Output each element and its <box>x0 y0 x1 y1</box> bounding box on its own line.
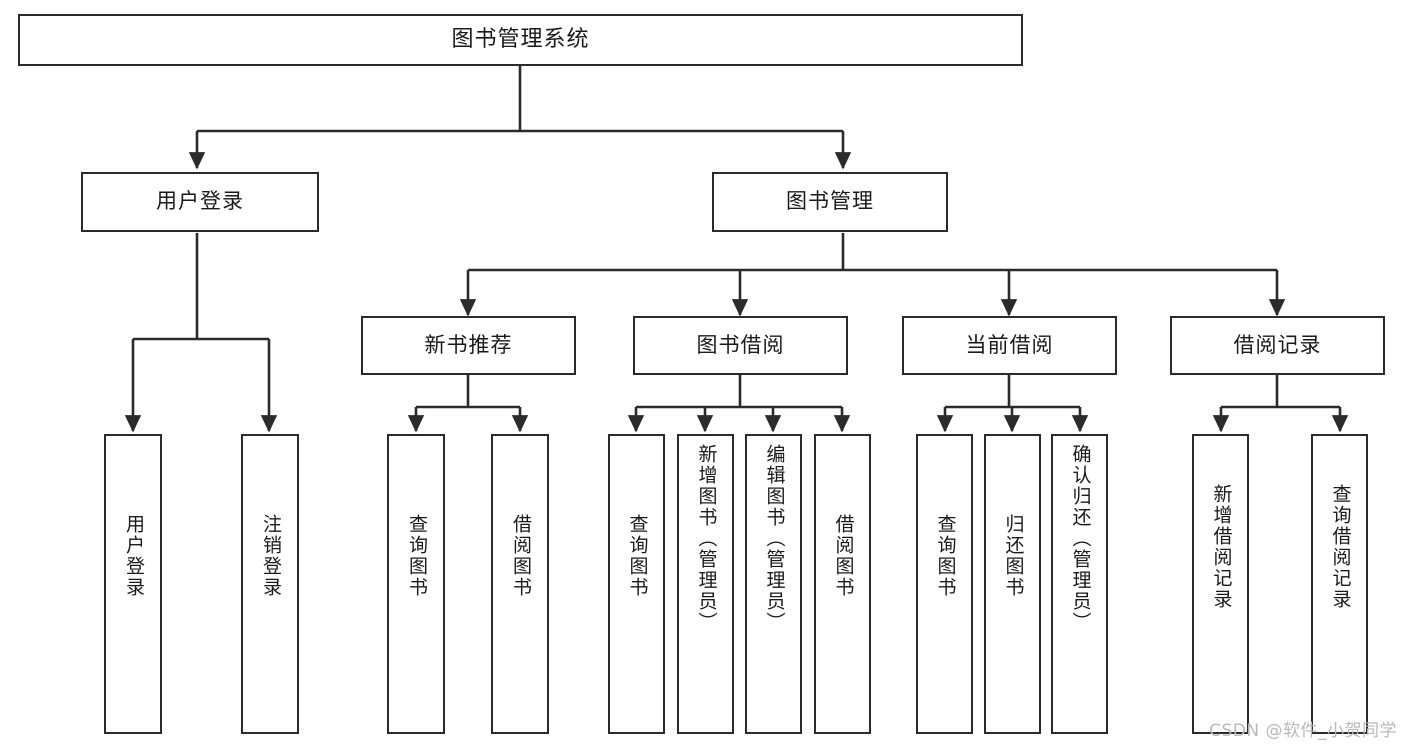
node-new-book-recommend[interactable]: 新书推荐 <box>361 316 576 375</box>
node-root[interactable]: 图书管理系统 <box>18 14 1023 66</box>
node-leaf-add-book[interactable]: 新增图书（管理员） <box>677 434 734 734</box>
node-leaf-borrow-book-1[interactable]: 借阅图书 <box>491 434 549 734</box>
node-leaf-borrow-book-2-label: 借阅图书 <box>832 514 855 598</box>
node-leaf-query-record-label: 查询借阅记录 <box>1329 484 1352 610</box>
node-leaf-add-record-label: 新增借阅记录 <box>1210 484 1233 610</box>
node-root-label: 图书管理系统 <box>451 26 590 52</box>
node-new-book-recommend-label: 新书推荐 <box>424 332 513 357</box>
node-leaf-borrow-book-1-label: 借阅图书 <box>509 514 532 598</box>
node-leaf-user-login-label: 用户登录 <box>122 514 145 598</box>
node-leaf-query-book-2-label: 查询图书 <box>626 514 649 598</box>
node-leaf-return-book-label: 归还图书 <box>1002 514 1025 598</box>
node-book-manage[interactable]: 图书管理 <box>712 172 948 232</box>
node-leaf-edit-book[interactable]: 编辑图书（管理员） <box>745 434 802 734</box>
node-current-borrow[interactable]: 当前借阅 <box>902 316 1117 375</box>
node-leaf-query-book-3[interactable]: 查询图书 <box>916 434 973 734</box>
node-leaf-query-book-2[interactable]: 查询图书 <box>608 434 665 734</box>
node-leaf-add-book-label: 新增图书（管理员） <box>695 444 718 633</box>
node-borrow-record[interactable]: 借阅记录 <box>1170 316 1385 375</box>
node-user-login[interactable]: 用户登录 <box>81 172 319 232</box>
node-leaf-add-record[interactable]: 新增借阅记录 <box>1192 434 1249 734</box>
node-leaf-user-logout-label: 注销登录 <box>259 514 282 598</box>
node-leaf-confirm-return[interactable]: 确认归还（管理员） <box>1051 434 1108 734</box>
node-leaf-borrow-book-2[interactable]: 借阅图书 <box>814 434 871 734</box>
node-user-login-label: 用户登录 <box>156 189 244 214</box>
node-book-borrow-label: 图书借阅 <box>696 332 785 357</box>
node-leaf-return-book[interactable]: 归还图书 <box>984 434 1041 734</box>
node-book-borrow[interactable]: 图书借阅 <box>633 316 848 375</box>
node-leaf-query-book-1-label: 查询图书 <box>405 514 428 598</box>
node-leaf-query-book-1[interactable]: 查询图书 <box>387 434 445 734</box>
node-leaf-user-logout[interactable]: 注销登录 <box>241 434 299 734</box>
node-borrow-record-label: 借阅记录 <box>1233 332 1322 357</box>
node-book-manage-label: 图书管理 <box>786 189 874 214</box>
node-leaf-query-book-3-label: 查询图书 <box>934 514 957 598</box>
node-leaf-query-record[interactable]: 查询借阅记录 <box>1311 434 1368 734</box>
node-leaf-confirm-return-label: 确认归还（管理员） <box>1069 444 1092 633</box>
node-current-borrow-label: 当前借阅 <box>965 332 1054 357</box>
node-leaf-user-login[interactable]: 用户登录 <box>104 434 162 734</box>
node-leaf-edit-book-label: 编辑图书（管理员） <box>763 444 786 633</box>
csdn-watermark: CSDN @软件_小贺同学 <box>1209 721 1397 741</box>
